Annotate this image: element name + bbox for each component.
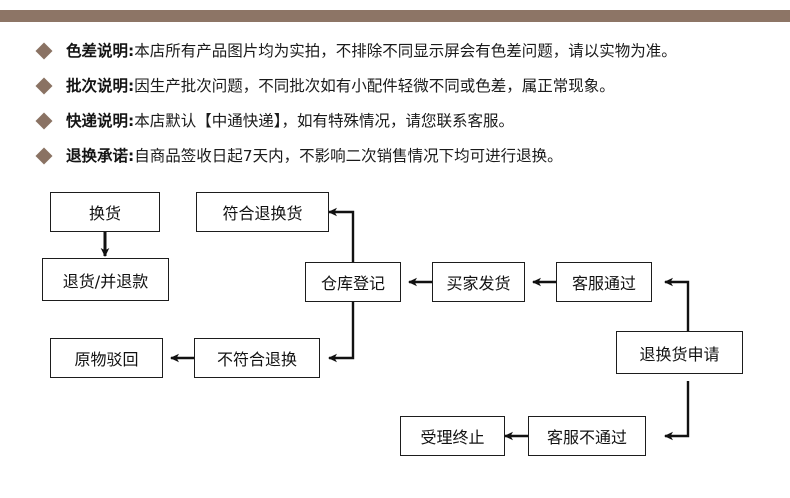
notes-list: 色差说明:本店所有产品图片均为实拍，不排除不同显示屏会有色差问题，请以实物为准。… <box>0 34 790 174</box>
diamond-bullet-icon <box>35 42 53 60</box>
flow-node-huanhuo[interactable]: 换货 <box>50 192 160 232</box>
edge-shenqing-to-kefutongguo <box>664 277 690 331</box>
note-body-batch: 因生产批次问题，不同批次如有小配件轻微不同或色差，属正常现象。 <box>134 77 615 95</box>
diamond-bullet-icon <box>35 147 53 165</box>
diamond-bullet-icon <box>35 112 53 130</box>
note-text-return-promise: 退换承诺:自商品签收日起7天内，不影响二次销售情况下均可进行退换。 <box>66 139 563 174</box>
flow-node-maijia[interactable]: 买家发货 <box>432 262 525 302</box>
diamond-bullet-icon <box>35 77 53 95</box>
note-text-color: 色差说明:本店所有产品图片均为实拍，不排除不同显示屏会有色差问题，请以实物为准。 <box>66 34 677 69</box>
note-body-return-promise: 自商品签收日起7天内，不影响二次销售情况下均可进行退换。 <box>134 147 563 165</box>
flow-node-shouli[interactable]: 受理终止 <box>400 416 505 456</box>
edge-shenqing-to-kefubutong <box>664 381 690 441</box>
note-text-shipping: 快递说明:本店默认【中通快递】，如有特殊情况，请您联系客服。 <box>66 104 514 139</box>
note-row-shipping: 快递说明:本店默认【中通快递】，如有特殊情况，请您联系客服。 <box>0 104 790 139</box>
flow-node-shenqing[interactable]: 退换货申请 <box>616 331 743 374</box>
note-text-batch: 批次说明:因生产批次问题，不同批次如有小配件轻微不同或色差，属正常现象。 <box>66 69 615 104</box>
edge-cangku-to-bufuhe <box>328 302 355 363</box>
note-label-return-promise: 退换承诺: <box>66 147 135 165</box>
note-label-shipping: 快递说明: <box>66 112 135 130</box>
flow-node-fuhe[interactable]: 符合退换货 <box>196 192 329 232</box>
note-label-color: 色差说明: <box>66 42 135 60</box>
note-row-color: 色差说明:本店所有产品图片均为实拍，不排除不同显示屏会有色差问题，请以实物为准。 <box>0 34 790 69</box>
flow-node-yuanwu[interactable]: 原物驳回 <box>50 338 163 378</box>
note-body-color: 本店所有产品图片均为实拍，不排除不同显示屏会有色差问题，请以实物为准。 <box>134 42 677 60</box>
flow-node-bufuhe[interactable]: 不符合退换 <box>194 338 320 378</box>
note-body-shipping: 本店默认【中通快递】，如有特殊情况，请您联系客服。 <box>134 112 514 130</box>
top-decorative-bar <box>0 10 790 22</box>
flow-node-cangku[interactable]: 仓库登记 <box>305 262 401 302</box>
note-row-return-promise: 退换承诺:自商品签收日起7天内，不影响二次销售情况下均可进行退换。 <box>0 139 790 174</box>
flow-node-kefu-butong[interactable]: 客服不通过 <box>528 416 646 456</box>
edge-cangku-to-fuhe <box>328 207 355 262</box>
flow-node-kefu-tongguo[interactable]: 客服通过 <box>556 262 652 302</box>
note-row-batch: 批次说明:因生产批次问题，不同批次如有小配件轻微不同或色差，属正常现象。 <box>0 69 790 104</box>
flow-node-tuihuo-tuikuan[interactable]: 退货/并退款 <box>42 258 169 301</box>
note-label-batch: 批次说明: <box>66 77 135 95</box>
